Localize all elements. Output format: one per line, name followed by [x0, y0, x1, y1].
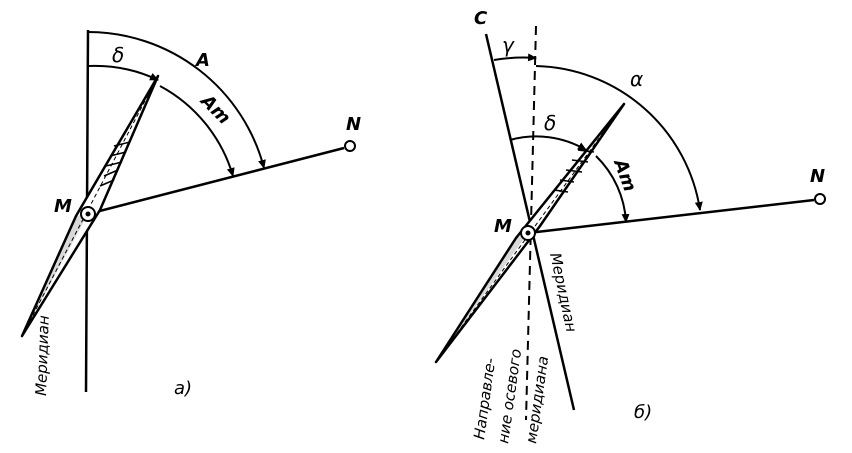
- arc-delta-b: [509, 135, 587, 151]
- caption-b: б): [634, 402, 652, 423]
- angle-delta-label-b: δ: [544, 111, 556, 135]
- arc-a-a: [87, 31, 266, 169]
- panel-a: δ A Am N M Меридиан а): [20, 29, 361, 399]
- arc-delta-a: [87, 64, 159, 81]
- mn-line-a: [87, 146, 345, 216]
- axial-label-line-3-b: меридиана: [522, 355, 552, 445]
- angle-alpha-label-b: α: [630, 67, 643, 91]
- point-c-label-b: C: [474, 8, 488, 29]
- point-n-marker-a: [344, 140, 356, 152]
- needle-south-half-a: [22, 214, 88, 336]
- needle-axis-b: [435, 103, 625, 363]
- arc-gamma-b: [493, 53, 537, 62]
- arc-am-b: [595, 155, 630, 223]
- pivot-inner-a: [85, 211, 91, 217]
- caption-a: а): [174, 378, 192, 399]
- pivot-inner-b: [525, 230, 531, 236]
- arc-alpha-b: [535, 65, 703, 211]
- angle-a-label-a: A: [194, 50, 210, 71]
- needle-hatch-a: [99, 141, 131, 187]
- angle-delta-label-a: δ: [112, 43, 124, 67]
- meridian-label-b: Меридиан: [546, 251, 580, 334]
- meridian-label-a: Меридиан: [32, 315, 53, 396]
- point-m-label-a: M: [54, 196, 72, 217]
- arc-am-a: [159, 85, 235, 177]
- mn-line-b: [527, 198, 815, 235]
- angle-am-label-b: Am: [609, 155, 641, 195]
- needle-south-half-b: [436, 233, 528, 362]
- point-n-label-b: N: [810, 166, 825, 187]
- point-m-label-b: M: [494, 216, 512, 237]
- panel-b: C γ α δ Am N M Меридиан Направле- ние ос…: [434, 8, 826, 445]
- axial-label-line-1-b: Направле-: [470, 357, 499, 441]
- angle-am-label-a: Am: [195, 89, 234, 128]
- point-n-label-a: N: [346, 114, 361, 135]
- point-n-marker-b: [814, 193, 826, 205]
- angle-gamma-label-b: γ: [502, 33, 515, 57]
